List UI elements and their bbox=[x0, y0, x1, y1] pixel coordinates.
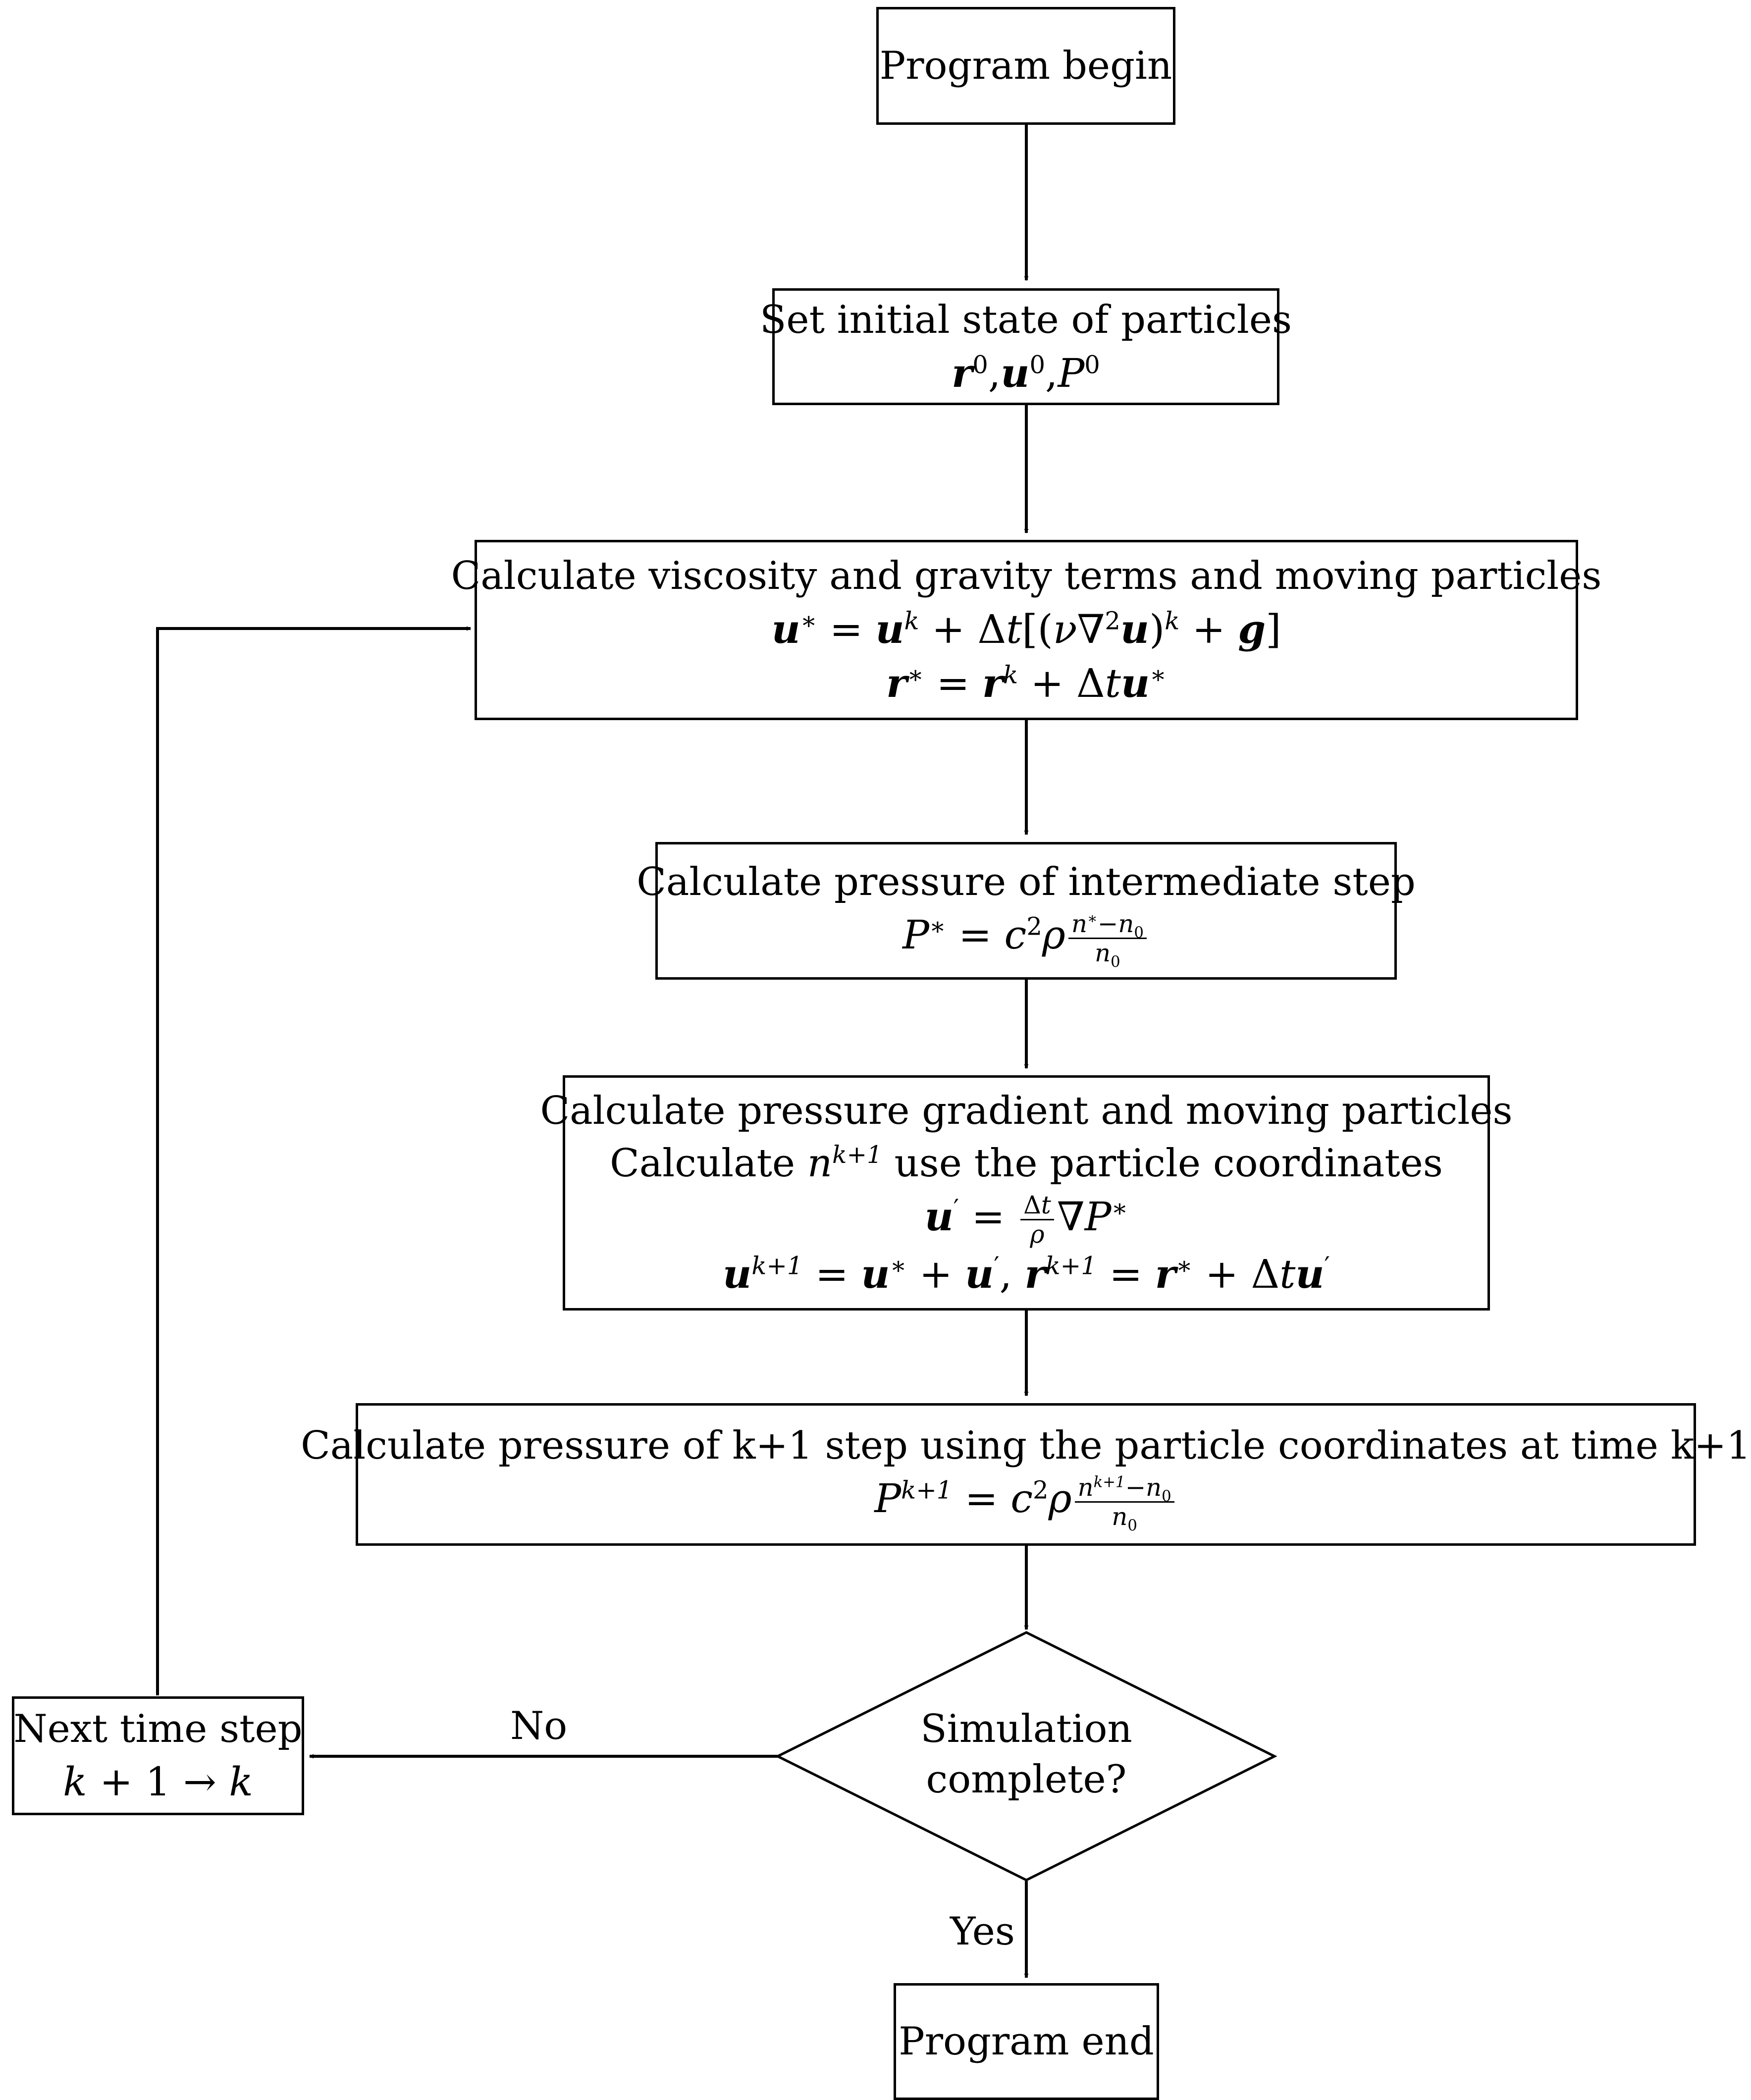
subtitle-suffix: use the particle coordinates bbox=[894, 1141, 1443, 1186]
flowchart-connectors bbox=[156, 125, 1277, 1978]
pressure-gradient-title: Calculate pressure gradient and moving p… bbox=[540, 1088, 1513, 1133]
initial-state-formula: r0,u0,P0 bbox=[952, 349, 1100, 396]
next-pressure-title: Calculate pressure of k+1 step using the… bbox=[301, 1423, 1751, 1469]
next-time-step-title: Next time step bbox=[13, 1707, 303, 1751]
initial-state-node: Set initial state of particles r0,u0,P0 bbox=[760, 288, 1292, 405]
velocity-update-formula: u∗ = uk + Δt[(ν∇2u)k + g] bbox=[771, 606, 1281, 652]
program-end-node: Program end bbox=[894, 1983, 1159, 2100]
decision-diamond bbox=[775, 1631, 1277, 1882]
arrow-loop-back bbox=[156, 626, 471, 1695]
position-update-formula: r∗ = rk + Δtu∗ bbox=[886, 660, 1167, 706]
intermediate-pressure-title: Calculate pressure of intermediate step bbox=[637, 860, 1416, 905]
program-end-label: Program end bbox=[899, 2019, 1154, 2064]
decision-line-1: Simulation bbox=[920, 1707, 1132, 1751]
edge-label-yes: Yes bbox=[950, 1909, 1015, 1954]
next-time-step-node: Next time step k + 1 → k bbox=[12, 1696, 304, 1815]
subtitle-prefix: Calculate bbox=[610, 1141, 796, 1186]
viscosity-gravity-title: Calculate viscosity and gravity terms an… bbox=[451, 554, 1602, 598]
next-time-step-formula: k + 1 → k bbox=[63, 1759, 253, 1805]
intermediate-pressure-node: Calculate pressure of intermediate step … bbox=[637, 842, 1416, 980]
pressure-gradient-node: Calculate pressure gradient and moving p… bbox=[540, 1075, 1513, 1311]
decision-line-2: complete? bbox=[926, 1757, 1127, 1802]
initial-state-title: Set initial state of particles bbox=[759, 297, 1292, 342]
decision-text: Simulation complete? bbox=[878, 1704, 1175, 1805]
next-step-update-formula: uk+1 = u∗ + u′, rk+1 = r∗ + Δtu′ bbox=[723, 1251, 1330, 1298]
viscosity-gravity-node: Calculate viscosity and gravity terms an… bbox=[451, 540, 1601, 720]
pressure-gradient-subtitle: Calculate nk+1 use the particle coordina… bbox=[610, 1141, 1443, 1186]
next-pressure-node: Calculate pressure of k+1 step using the… bbox=[301, 1403, 1751, 1546]
program-begin-node: Program begin bbox=[876, 7, 1175, 125]
program-begin-label: Program begin bbox=[879, 44, 1172, 88]
edge-label-no: No bbox=[510, 1704, 568, 1748]
